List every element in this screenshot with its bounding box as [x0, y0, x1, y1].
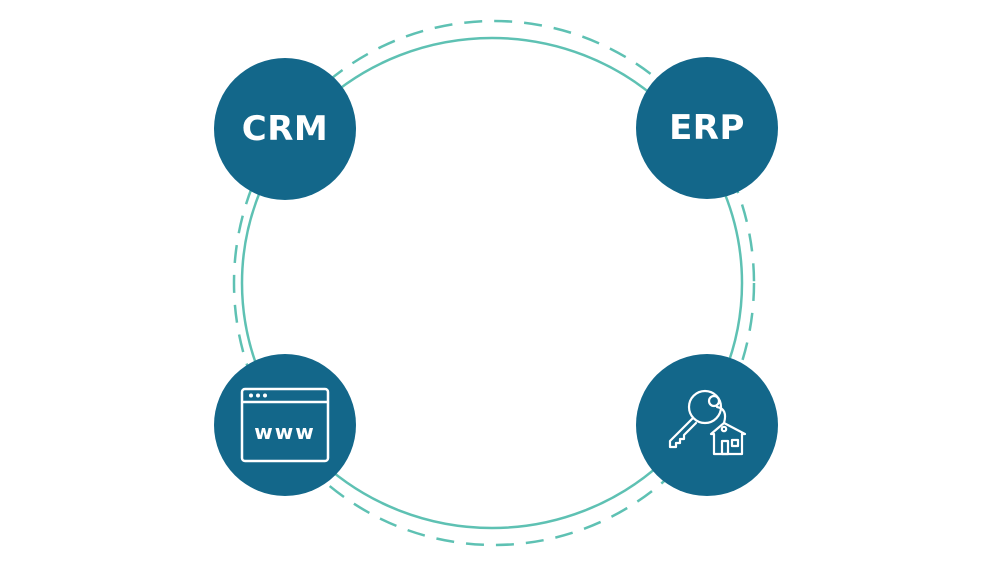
erp-label: ERP	[669, 108, 745, 148]
house-keys-icon	[668, 389, 747, 456]
crm-label: CRM	[241, 109, 329, 149]
keys-node[interactable]	[636, 354, 778, 496]
inner-solid-ring	[240, 36, 744, 530]
browser-window-icon: www	[240, 387, 330, 463]
website-node[interactable]: www	[214, 354, 356, 496]
www-text: www	[254, 420, 315, 444]
erp-node[interactable]: ERP	[636, 57, 778, 199]
crm-node[interactable]: CRM	[214, 58, 356, 200]
outer-dashed-ring	[232, 19, 756, 547]
